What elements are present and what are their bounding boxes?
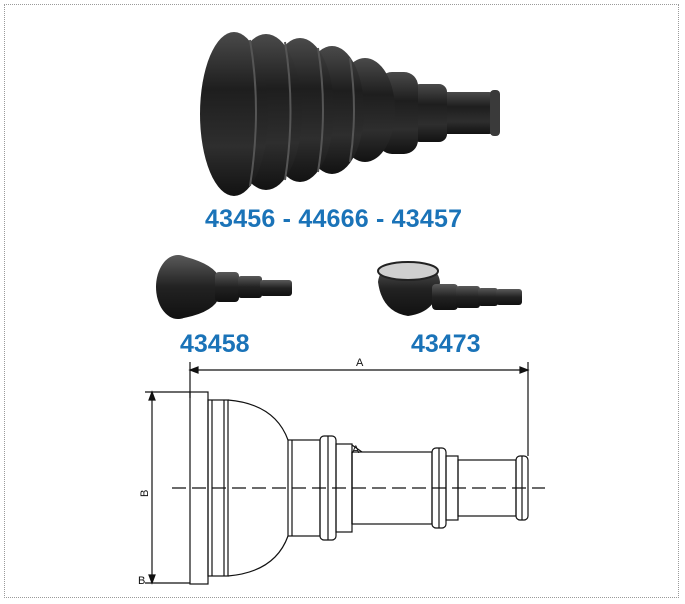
large-boot-photo — [200, 32, 500, 196]
label-b-dimension: B — [138, 575, 145, 587]
page-frame — [4, 4, 679, 598]
dimension-b — [145, 390, 190, 585]
dimension-a — [188, 362, 530, 456]
product-code-43458: 43458 — [180, 330, 250, 358]
label-a-inner: A — [352, 444, 360, 456]
small-boot-43458-photo — [156, 255, 292, 319]
small-boot-43473-photo — [377, 261, 522, 316]
label-b-rotated: B — [139, 490, 151, 497]
boot-dome — [227, 399, 289, 441]
label-a-dimension: A — [356, 357, 364, 369]
product-codes-large: 43456 - 44666 - 43457 — [205, 205, 463, 233]
product-code-43473: 43473 — [411, 330, 481, 358]
